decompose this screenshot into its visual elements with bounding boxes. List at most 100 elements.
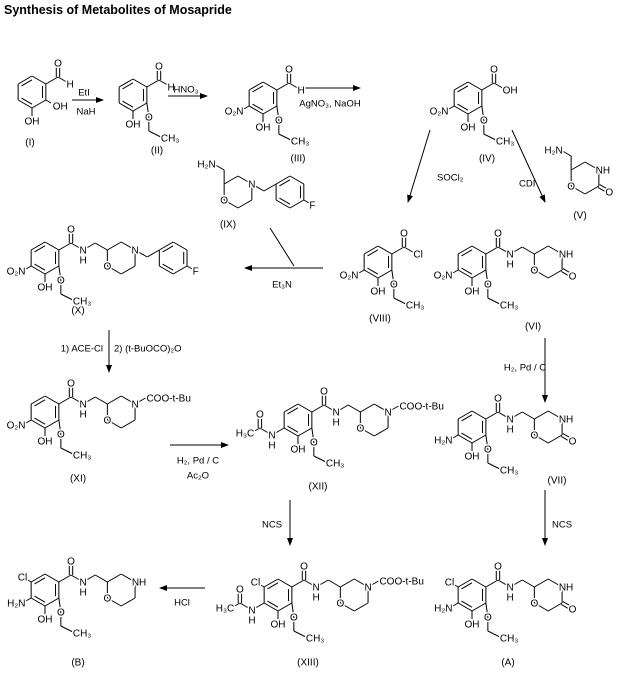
bond (45, 99, 52, 104)
bond (487, 630, 503, 639)
aromatic-bond (122, 82, 134, 90)
morpholine-ring-bond (223, 199, 239, 209)
methyl-group: CH₃ (326, 459, 345, 470)
reagent-label: HCl (174, 598, 190, 609)
carbonyl-oxygen: O (155, 62, 163, 73)
ether-oxygen: O (57, 608, 65, 619)
fluorophenyl-ring-bond (172, 241, 188, 251)
compound-label-iv: (IV) (479, 154, 495, 165)
ring-nh: NH (132, 578, 146, 589)
benzene-ring-bond (363, 245, 379, 255)
morpholine-ring-bond (547, 434, 563, 444)
line-ix-to-arrow (269, 227, 295, 267)
nitro-group: O₂N (340, 271, 359, 282)
reagent-label: H₂, Pd / C (177, 456, 219, 467)
benzene-ring-bond (457, 410, 473, 420)
amide-h: H (79, 410, 86, 421)
bond (448, 105, 455, 110)
acetyl-oxygen: O (236, 585, 244, 596)
bond (291, 579, 305, 588)
morpholine-ring-bond (237, 199, 253, 209)
compound-label-a: (A) (501, 658, 514, 669)
amide-nitrogen: N (79, 578, 86, 589)
methyl-group: CH₃ (73, 629, 92, 640)
ether-oxygen: O (484, 445, 492, 456)
bond (311, 404, 325, 413)
bond (60, 293, 76, 302)
benzene-ring-bond (44, 241, 60, 251)
bond (278, 133, 294, 142)
amide-h: H (506, 593, 513, 604)
compound-label-viii: (VIII) (369, 314, 391, 325)
aromatic-bond (162, 245, 174, 253)
bond (293, 630, 309, 639)
morpholine-ring-bond (340, 602, 355, 612)
methyl-group: CH₃ (291, 137, 310, 148)
hydroxyl-group: OH (38, 615, 53, 626)
hydroxyl-group: OH (271, 620, 286, 631)
reagent-label: NCS (262, 520, 282, 531)
fluorophenyl-ring-bond (275, 199, 291, 209)
benzene-ring-bond (283, 427, 299, 437)
acetyl-methyl: H₃C (216, 604, 235, 615)
acetamide-nitrogen: N (268, 431, 275, 442)
compound-label-x: (X) (71, 306, 84, 317)
bond (313, 455, 329, 464)
morpholine-ring-bond (570, 185, 586, 195)
ether-oxygen: O (390, 280, 398, 291)
bond (560, 149, 572, 157)
morpholine-ring-bond (360, 403, 375, 413)
amine-group: H₂N (197, 160, 215, 171)
benzene-ring-bond (118, 78, 134, 88)
bond (239, 602, 253, 611)
carbonyl-oxygen: O (67, 225, 75, 236)
benzene-ring-bond (457, 245, 473, 255)
morpholine-ring-bond (107, 395, 122, 405)
arrow-iv-to-vi (511, 129, 546, 203)
compound-label-vii: (VII) (548, 476, 567, 487)
bond (291, 602, 295, 618)
benzene-ring-bond (263, 602, 279, 612)
morpholine-ring-bond (547, 245, 563, 255)
ether-oxygen: O (310, 438, 318, 449)
bond (186, 265, 193, 270)
bond (347, 404, 361, 413)
morpholine-ring-bond (534, 410, 549, 420)
nitro-group: O₂N (430, 107, 449, 118)
arrows-layer (72, 85, 548, 591)
bond (82, 574, 96, 583)
morpholine-ring-bond (547, 410, 563, 420)
amide-nitrogen: N (506, 415, 513, 426)
aromatic-bond (461, 414, 473, 422)
ring-oxygen: O (103, 594, 111, 605)
arrow-iv-to-viii (407, 129, 431, 203)
reagent-label: Ac₂O (187, 471, 209, 482)
morpholine-ring-bond (360, 427, 375, 437)
morpholine-ring-bond (534, 602, 549, 612)
bond (58, 419, 62, 435)
aromatic-bond (34, 263, 46, 271)
ring-nitrogen: N (131, 400, 138, 411)
benzene-ring-bond (457, 578, 473, 588)
benzene-ring-bond (44, 395, 60, 405)
morpholine-ring-bond (107, 597, 122, 607)
bond (393, 297, 409, 306)
hydroxyl-group: OH (53, 102, 68, 113)
bond (481, 82, 495, 91)
aromatic-bond (461, 582, 473, 590)
benzene-ring-bond (17, 99, 33, 109)
aromatic-bond (21, 79, 33, 87)
bond (148, 130, 164, 139)
ring-oxygen: O (530, 599, 538, 610)
benzene-ring-bond (30, 395, 46, 405)
ether-oxygen: O (57, 430, 65, 441)
carbonyl-oxygen: O (285, 65, 293, 76)
ring-nh: NH (559, 250, 573, 261)
aromatic-bond (34, 399, 46, 407)
ether-oxygen: O (484, 613, 492, 624)
benzene-ring-bond (17, 75, 33, 85)
compound-label-xiii: (XIII) (297, 658, 319, 669)
acetyl-methyl: H₃C (236, 429, 255, 440)
ring-oxygen: O (530, 431, 538, 442)
benzene-ring-bond (377, 245, 393, 255)
